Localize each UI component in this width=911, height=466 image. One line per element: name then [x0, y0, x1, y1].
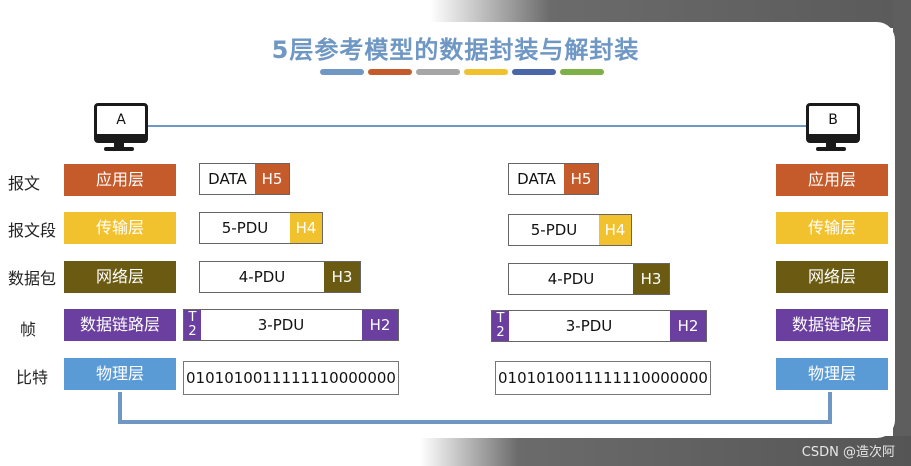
row-label-packet: 数据包	[8, 269, 57, 288]
layer-network-left: 网络层	[64, 261, 176, 293]
pdu-net-right-data: 4-PDU	[547, 270, 595, 288]
pdu-bits-left: 0101010011111110000000	[183, 361, 399, 395]
pdu-app-left: DATA H5	[199, 163, 290, 195]
stripe-3	[416, 69, 460, 75]
pdu-link-right-trailer-t: T	[496, 311, 505, 326]
layer-physical-right: 物理层	[776, 358, 888, 390]
pdu-link-right-trailer-2: 2	[496, 325, 505, 340]
layer-transport-right: 传输层	[776, 212, 888, 244]
pdu-link-left-data: 3-PDU	[257, 316, 305, 334]
pdu-app-left-data: DATA	[208, 170, 247, 188]
background-right-edge	[893, 0, 911, 466]
host-a-monitor: A	[94, 103, 148, 143]
pdu-trans-left-header: H4	[290, 213, 322, 243]
pdu-trans-right: 5-PDU H4	[508, 214, 632, 246]
pdu-trans-left-data: 5-PDU	[221, 219, 269, 237]
stripe-6	[560, 69, 604, 75]
link-line-bottom	[118, 420, 832, 424]
pdu-link-right-data: 3-PDU	[565, 317, 613, 335]
pdu-app-right-data: DATA	[517, 170, 556, 188]
host-a-label: A	[116, 112, 126, 128]
background-gradient-bottom	[420, 436, 911, 466]
link-line-right-vertical	[828, 392, 832, 424]
pdu-app-right-header: H5	[564, 164, 598, 194]
pdu-net-left-data: 4-PDU	[238, 268, 286, 286]
stripe-1	[320, 69, 364, 75]
stripe-2	[368, 69, 412, 75]
layer-application-right: 应用层	[776, 164, 888, 196]
pdu-trans-right-header: H4	[599, 215, 631, 245]
layer-network-right: 网络层	[776, 261, 888, 293]
link-line-top	[146, 125, 806, 127]
diagram-title: 5层参考模型的数据封装与解封装	[271, 36, 640, 64]
pdu-bits-right: 0101010011111110000000	[495, 361, 711, 395]
layer-datalink-left: 数据链路层	[64, 309, 176, 341]
pdu-net-right: 4-PDU H3	[508, 263, 670, 295]
layer-application-left: 应用层	[64, 164, 176, 196]
row-label-message: 报文	[8, 174, 41, 193]
pdu-net-left: 4-PDU H3	[199, 261, 361, 293]
pdu-link-left-trailer-2: 2	[188, 324, 197, 339]
watermark: CSDN @造次阿	[801, 445, 895, 460]
pdu-app-left-header: H5	[255, 164, 289, 194]
row-label-bits: 比特	[16, 368, 49, 387]
link-line-left-vertical	[118, 392, 122, 424]
pdu-link-left-trailer-t: T	[188, 310, 197, 325]
pdu-trans-right-data: 5-PDU	[530, 221, 578, 239]
host-b-monitor: B	[806, 103, 860, 143]
host-b-computer-icon: B	[804, 103, 860, 153]
layer-datalink-right: 数据链路层	[776, 309, 888, 341]
stripe-5	[512, 69, 556, 75]
pdu-link-right-header: H2	[670, 311, 706, 341]
stripe-4	[464, 69, 508, 75]
layer-physical-left: 物理层	[64, 358, 176, 390]
row-label-segment: 报文段	[8, 221, 57, 240]
pdu-link-left-header: H2	[362, 310, 398, 340]
pdu-app-right: DATA H5	[508, 163, 599, 195]
pdu-net-left-header: H3	[324, 262, 360, 292]
layer-transport-left: 传输层	[64, 212, 176, 244]
pdu-net-right-header: H3	[633, 264, 669, 294]
host-b-label: B	[828, 112, 838, 128]
row-label-frame: 帧	[20, 320, 37, 339]
pdu-trans-left: 5-PDU H4	[199, 212, 323, 244]
host-a-computer-icon: A	[92, 103, 148, 153]
